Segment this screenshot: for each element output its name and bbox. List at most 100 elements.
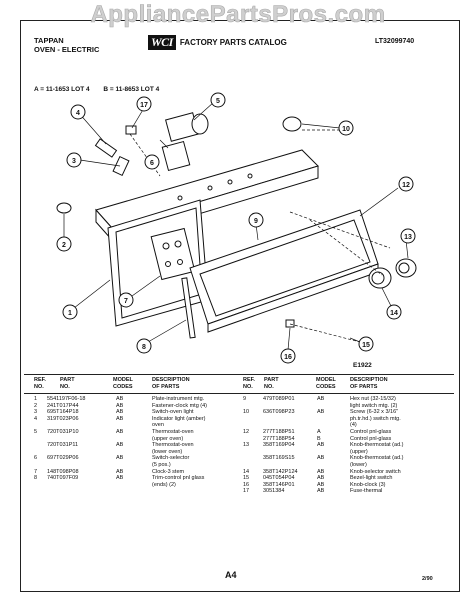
table-row: (lower) [243, 462, 453, 469]
header-brand-block: TAPPAN OVEN - ELECTRIC [34, 36, 99, 54]
desc-cell: Fastener-clock mtg (4) [152, 402, 208, 409]
instrument-plate [95, 149, 319, 229]
desc-cell: Thermostat-oven [152, 442, 194, 449]
callout-17: 17 [136, 96, 152, 112]
part-cell: 720T031P11 [47, 442, 79, 449]
callout-10: 10 [338, 120, 354, 136]
svg-text:16: 16 [284, 354, 292, 361]
ref-cell: 6 [34, 455, 38, 462]
svg-text:12: 12 [402, 182, 410, 189]
desc-cell: Clock-3 stem [152, 468, 185, 475]
table-top-rule [24, 374, 454, 375]
lot-b: B = 11-8653 LOT 4 [103, 86, 160, 93]
desc-cell: Knob-thermostat (ad.) [350, 455, 404, 462]
desc-cell: (lower) [350, 461, 367, 468]
table-row: 720T031P11 AB Thermostat-oven [34, 442, 234, 449]
svg-text:1: 1 [68, 310, 72, 317]
svg-text:4: 4 [76, 110, 80, 117]
part-cell: 358T169S15 [263, 455, 295, 462]
code-cell: AB [317, 455, 325, 462]
desc-cell: Thermostat-oven [152, 428, 194, 435]
svg-text:13: 13 [404, 234, 412, 241]
part-cell: 479T089P01 [263, 396, 295, 402]
table-row: light switch mtg. (2) [243, 403, 453, 410]
table-row: (upper oven) [34, 436, 234, 443]
model-number: LT32099740 [375, 38, 415, 45]
trim-end [181, 277, 196, 339]
callout-7: 7 [118, 292, 134, 308]
code-cell: AB [317, 409, 325, 416]
code-cell: AB [317, 442, 325, 449]
desc-cell: Control pnl-glass [350, 428, 392, 435]
desc-cell: oven [152, 422, 164, 429]
svg-text:5: 5 [216, 98, 220, 105]
code-cell: AB [116, 442, 124, 449]
desc-cell: (upper oven) [152, 435, 184, 442]
header-part-left: PART NO. [60, 377, 75, 390]
page-frame [20, 20, 460, 592]
code-cell: AB [116, 415, 124, 422]
desc-cell: Plate-instrument mtg. [152, 396, 205, 402]
table-row: 358T169S15 AB Knob-thermostat (ad.) [243, 455, 453, 462]
ref-cell: 5 [34, 428, 38, 435]
svg-text:9: 9 [254, 218, 258, 225]
catalog-title: FACTORY PARTS CATALOG [179, 38, 287, 47]
callout-2: 2 [56, 236, 72, 252]
callout-5: 5 [210, 92, 226, 108]
ref-cell: 14 [243, 468, 250, 475]
ref-cell: 7 [34, 468, 38, 475]
svg-text:6: 6 [150, 160, 154, 167]
header-ref-left: REF. NO. [34, 377, 46, 390]
table-row: (4) [243, 422, 453, 429]
header-codes-left: MODEL CODES [113, 377, 133, 390]
header-desc-right: DESCRIPTION OF PARTS [350, 377, 388, 390]
header-desc-left: DESCRIPTION OF PARTS [152, 377, 190, 390]
callout-16: 16 [280, 348, 296, 364]
svg-text:10: 10 [342, 126, 350, 133]
ref-cell: 8 [34, 475, 38, 482]
brand-name: TAPPAN [34, 36, 64, 45]
table-row: (upper) [243, 449, 453, 456]
ref-cell: 2 [34, 402, 38, 409]
code-cell: B [317, 435, 321, 442]
header-codes-right: MODEL CODES [316, 377, 336, 390]
desc-cell: ph.tr.hd.) switch mtg. [350, 415, 401, 422]
desc-cell: (upper) [350, 448, 368, 455]
svg-text:14: 14 [390, 310, 398, 317]
clock-block [150, 227, 196, 281]
exploded-parts-diagram: 4 17 5 6 3 10 12 13 14 15 16 9 2 1 7 8 [56, 92, 417, 364]
part-cell: 358T146P01 [263, 481, 295, 488]
header-ref-right: REF. NO. [243, 377, 255, 390]
code-cell: AB [116, 402, 124, 409]
desc-cell: Knob-selector switch [350, 468, 401, 475]
callout-6: 6 [144, 154, 160, 170]
table-row: ph.tr.hd.) switch mtg. [243, 416, 453, 423]
code-cell: AB [116, 396, 124, 402]
ref-cell: 12 [243, 428, 250, 435]
ref-cell: 9 [243, 396, 247, 402]
callout-14: 14 [386, 304, 402, 320]
callout-12: 12 [398, 176, 414, 192]
svg-text:15: 15 [362, 342, 370, 349]
ref-cell: 3 [34, 409, 38, 416]
callout-3: 3 [66, 152, 82, 168]
desc-cell: Indicator light (amber) [152, 415, 206, 422]
ref-cell: 15 [243, 475, 250, 482]
part-cell: 5541197F06-18 [47, 396, 86, 402]
code-cell: AB [317, 396, 325, 402]
desc-cell: Switch-selector [152, 455, 190, 462]
ref-cell: 10 [243, 409, 250, 416]
ref-cell: 13 [243, 442, 250, 449]
svg-text:8: 8 [142, 344, 146, 351]
desc-cell: Fuse-thermal [350, 488, 383, 495]
